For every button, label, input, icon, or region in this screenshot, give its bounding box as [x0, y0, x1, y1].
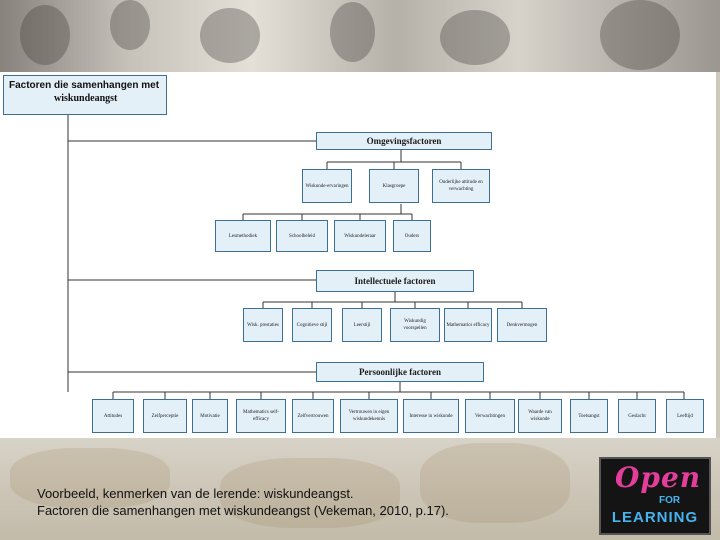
factor-box: Cognitieve stijl — [292, 308, 332, 342]
factor-box: Schoolbeleid — [276, 220, 328, 252]
factor-box: Waarde van wiskunde — [518, 399, 562, 433]
logo-learning-text: LEARNING — [611, 509, 699, 526]
caption-line-1: Voorbeeld, kenmerken van de lerende: wis… — [37, 486, 354, 501]
factor-box: Mathematics self-efficacy — [236, 399, 286, 433]
factor-box: Interesse in wiskunde — [403, 399, 459, 433]
factor-box: Wiskunde-ervaringen — [302, 169, 352, 203]
logo-for-text: FOR — [659, 495, 681, 506]
factor-box: Motivatie — [192, 399, 228, 433]
factor-box: Denkvermogen — [497, 308, 547, 342]
group-intellectuele-factoren: Intellectuele factoren — [316, 270, 474, 292]
factor-box: Vertrouwen in eigen wiskundekennis — [340, 399, 398, 433]
connector-lines — [67, 115, 685, 399]
factor-box: Leeftijd — [666, 399, 704, 433]
factor-box: Wisk. prestaties — [243, 308, 283, 342]
factor-box: Wiskundig voorspellen — [390, 308, 440, 342]
root-line-2: wiskundeangst — [54, 93, 118, 104]
factor-box: Lesmethodiek — [215, 220, 271, 252]
factor-box: Mathematics efficacy — [444, 308, 492, 342]
factor-box: Toetsangst — [570, 399, 608, 433]
caption: Voorbeeld, kenmerken van de lerende: wis… — [37, 485, 449, 519]
group-persoonlijke-factoren: Persoonlijke factoren — [316, 362, 484, 382]
factor-box: Ouders — [393, 220, 431, 252]
group-omgevingsfactoren: Omgevingsfactoren — [316, 132, 492, 150]
diagram-panel: Factoren die samenhangen met wiskundeang… — [0, 72, 716, 438]
factor-box: Leerstijl — [342, 308, 382, 342]
background-photo-top — [0, 0, 720, 72]
factor-box: Zelfperceptie — [143, 399, 187, 433]
factor-box: Wiskundeleraar — [334, 220, 386, 252]
factor-box: Verwachtingen — [465, 399, 515, 433]
factor-box: Geslacht — [618, 399, 656, 433]
factor-box: Zelfvertrouwen — [292, 399, 334, 433]
root-line-1: Factoren die samenhangen met — [9, 80, 160, 91]
root-box: Factoren die samenhangen met wiskundeang… — [3, 75, 167, 115]
factor-box: Ouderlijke attitude en verwachting — [432, 169, 490, 203]
logo-open-text: Open — [615, 461, 702, 494]
factor-box: Attitudes — [92, 399, 134, 433]
open-for-learning-logo: Open FOR LEARNING — [599, 457, 711, 535]
caption-line-2: Factoren die samenhangen met wiskundeang… — [37, 503, 449, 518]
factor-box: Klasgroepe — [369, 169, 419, 203]
